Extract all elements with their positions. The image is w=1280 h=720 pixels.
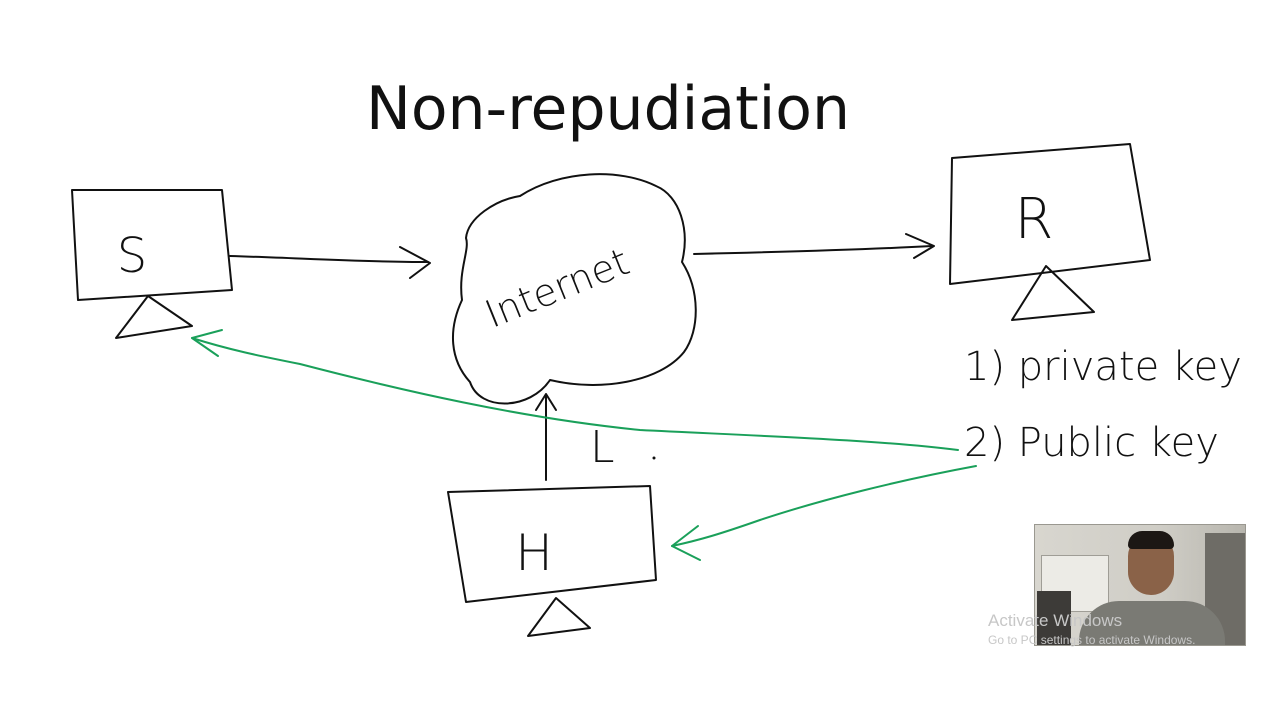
watermark-line-2: Go to PC settings to activate Windows. — [988, 633, 1196, 647]
hacker-monitor — [447, 485, 657, 603]
receiver-monitor — [949, 143, 1151, 285]
receiver-stand — [1011, 265, 1095, 321]
sender-monitor — [71, 189, 233, 301]
hacker-stand — [527, 597, 591, 637]
sender-computer: S — [71, 189, 233, 339]
activation-watermark: Activate Windows Go to PC settings to ac… — [988, 611, 1195, 647]
arrow-hacker-to-internet — [535, 393, 557, 481]
arrow-internet-to-receiver — [693, 233, 935, 259]
arrow-sender-to-internet — [229, 246, 431, 279]
internet-cloud: Internet — [452, 173, 697, 405]
green-arrow-public-key-to-hacker — [671, 465, 977, 561]
note-public-key: 2) Public key — [964, 420, 1219, 466]
webcam-video-overlay — [1034, 524, 1246, 646]
receiver-label: R — [1015, 187, 1054, 252]
hacker-label: H — [515, 524, 553, 582]
sender-stand — [115, 295, 193, 339]
receiver-computer: R — [949, 143, 1151, 321]
note-private-key: 1) private key — [964, 344, 1242, 390]
watermark-line-1: Activate Windows — [988, 611, 1123, 630]
cloud-label: Internet — [479, 239, 635, 336]
hacker-computer: H — [447, 485, 657, 637]
slide-title: Non-repudiation — [365, 74, 851, 144]
hacker-mark: L — [590, 422, 615, 473]
hacker-mark-dot — [652, 456, 656, 460]
green-arrow-public-key-to-sender — [191, 329, 959, 451]
sender-label: S — [117, 228, 147, 284]
